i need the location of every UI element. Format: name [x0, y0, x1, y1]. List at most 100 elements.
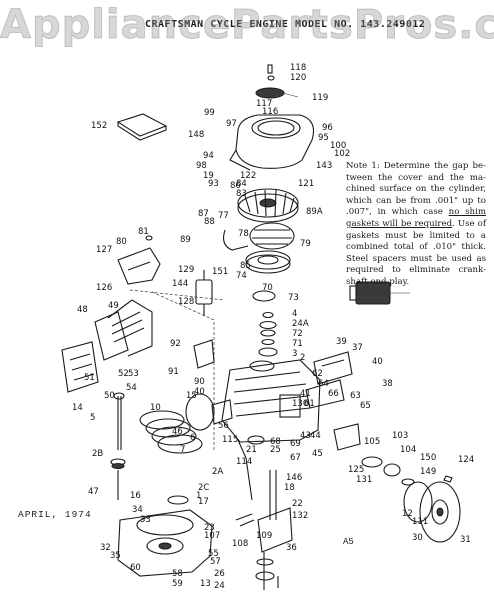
part-number-label: 71	[292, 339, 303, 349]
part-number-label: 5	[90, 413, 95, 423]
part-number-label: 31	[460, 535, 471, 545]
spark-plug	[195, 270, 213, 316]
part-number-label: 95	[318, 133, 329, 143]
terminal-connector	[349, 281, 410, 305]
crankcase-base	[117, 495, 213, 577]
part-number-label: 131	[356, 475, 372, 485]
part-number-label: 2C	[198, 483, 209, 493]
part-number-label: 84	[236, 179, 247, 189]
part-number-label: 107	[204, 531, 220, 541]
part-number-label: 25	[270, 445, 281, 455]
part-number-label: 46	[172, 427, 183, 437]
part-number-label: 33	[140, 515, 151, 525]
recoil-starter-cup	[255, 64, 299, 99]
part-number-label: 55	[208, 549, 219, 559]
part-number-labels: 1181201191171169997152148949695100102981…	[72, 63, 474, 591]
part-number-label: 86	[230, 181, 241, 191]
note-line: shaft end play.	[346, 276, 410, 287]
part-number-label: 6	[190, 433, 195, 443]
assembly-note: Note 1: Determine the gap be- tween the …	[346, 161, 486, 289]
part-number-label: 24A	[292, 319, 309, 329]
part-number-label: 13	[200, 579, 211, 589]
part-number-label: 122	[240, 171, 256, 181]
note-line: .007", in which case	[346, 207, 449, 218]
part-number-label: 43	[300, 431, 311, 441]
part-number-label: 51	[84, 373, 95, 383]
part-number-label: 80	[116, 237, 127, 247]
part-number-label: 148	[188, 130, 204, 140]
part-number-label: 73	[288, 293, 299, 303]
sheet-number: A5	[343, 537, 354, 547]
part-number-label: 129	[178, 265, 194, 275]
part-number-label: 32	[100, 543, 111, 553]
part-number-label: 72	[292, 329, 303, 339]
part-number-label: 24	[214, 581, 225, 591]
part-number-label: 143	[316, 161, 332, 171]
part-number-label: 111	[412, 517, 428, 527]
part-number-label: 62	[312, 369, 323, 379]
part-number-label: 23	[204, 523, 215, 533]
part-number-label: 2B	[92, 449, 103, 459]
note-line: gaskets must be limited to a	[346, 230, 486, 241]
part-number-label: 67	[290, 453, 301, 463]
part-number-label: 91	[168, 367, 179, 377]
part-number-label: 104	[400, 445, 416, 455]
part-number-label: 90	[194, 377, 205, 387]
part-number-label: 94	[203, 151, 214, 161]
part-number-label: 96	[322, 123, 333, 133]
part-number-label: 119	[312, 93, 328, 103]
part-number-label: 47	[88, 487, 99, 497]
part-number-label: 99	[204, 108, 215, 118]
part-number-label: 21	[246, 445, 257, 455]
note-line: . Use of	[452, 218, 486, 229]
part-number-label: 81	[138, 227, 149, 237]
ignition-coil	[223, 222, 295, 251]
part-number-label: 35	[110, 551, 121, 561]
carburetor	[117, 235, 161, 285]
part-number-label: 125	[348, 465, 364, 475]
note-line: Note 1: Determine the gap be-	[346, 161, 486, 171]
part-number-label: 121	[298, 179, 314, 189]
note-line: required to eliminate crank-	[346, 265, 486, 276]
part-number-label: 37	[352, 343, 363, 353]
part-number-label: 48	[77, 305, 88, 315]
note-underlined: gaskets will be required	[346, 218, 453, 229]
part-number-label: 38	[382, 379, 393, 389]
part-number-label: 65	[360, 401, 371, 411]
diagram-date: APRIL, 1974	[18, 509, 92, 520]
part-number-label: 45	[312, 449, 323, 459]
part-number-label: 108	[232, 539, 248, 549]
part-number-label: 58	[172, 569, 183, 579]
note-underlined: no shim	[448, 207, 486, 218]
governor-linkage	[129, 289, 225, 450]
oil-dipstick	[110, 392, 126, 500]
part-number-label: 130	[292, 399, 308, 409]
part-number-label: 2A	[212, 467, 223, 477]
part-number-label: 100	[330, 141, 346, 151]
note-line: chined surface on the cylinder,	[346, 184, 486, 195]
part-number-label: 59	[172, 579, 183, 589]
part-number-label: 40	[194, 387, 205, 397]
part-number-label: 63	[350, 391, 361, 401]
blower-housing	[229, 114, 315, 171]
air-filter	[61, 299, 153, 393]
part-number-label: 61	[304, 399, 315, 409]
part-number-label: 18	[284, 483, 295, 493]
part-number-label: 3	[292, 349, 297, 359]
watermark: AppliancePartsPros.com	[0, 2, 494, 49]
part-number-label: 78	[238, 229, 249, 239]
part-number-label: 74	[236, 271, 247, 281]
part-number-label: 39	[336, 337, 347, 347]
part-number-label: 149	[420, 467, 436, 477]
part-number-label: 4	[292, 309, 297, 319]
part-number-label: 151	[212, 267, 228, 277]
seal-stack	[252, 290, 278, 357]
part-number-label: 144	[172, 279, 188, 289]
part-number-label: 26	[214, 569, 225, 579]
starter-pulley	[245, 250, 291, 274]
part-number-label: 12	[402, 509, 413, 519]
part-number-label: 16	[130, 491, 141, 501]
note-line: combined total of .010" thick.	[346, 242, 486, 253]
gasket-set-box	[116, 113, 168, 141]
